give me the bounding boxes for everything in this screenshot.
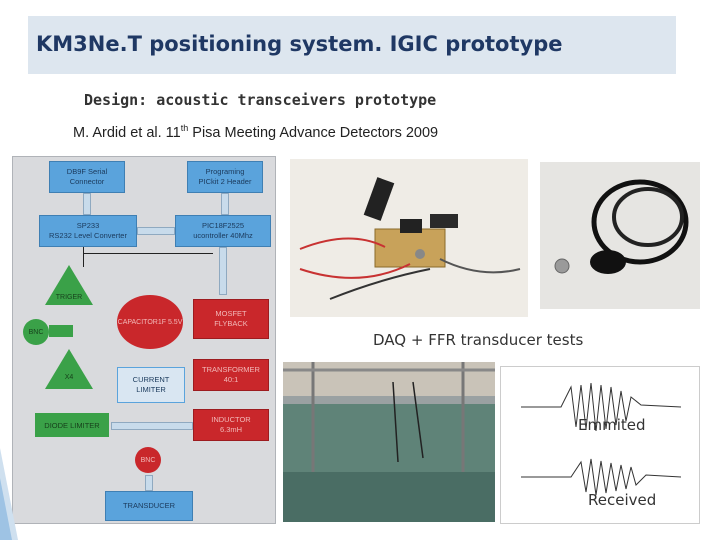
arrow-db9-sp233: [83, 193, 91, 215]
transformer-label-2: 40:1: [223, 375, 239, 384]
db9-connector-block: DB9F Serial Connector: [49, 161, 125, 193]
block-diagram: DB9F Serial Connector Programing PICkit …: [12, 156, 276, 524]
x4-triangle: [45, 349, 93, 389]
scope-emitted-label: Emmited: [578, 416, 646, 434]
corner-decoration: [0, 448, 18, 540]
wire-1: [83, 247, 84, 267]
db9-label-2: Connector: [69, 177, 105, 186]
wire-2: [83, 253, 213, 254]
title-bar: KM3Ne.T positioning system. IGIC prototy…: [28, 16, 676, 74]
pic-block: PIC18F2525 ucontroller 40Mhz: [175, 215, 271, 247]
transducer-block: TRANSDUCER: [105, 491, 193, 521]
citation-sup: th: [180, 123, 189, 133]
transducer-cable-photo: [540, 162, 700, 309]
bnc1-label: BNC: [28, 328, 44, 336]
x4-label: X4: [64, 374, 74, 381]
slide-subtitle: Design: acoustic transceivers prototype: [84, 91, 437, 109]
arrow-sp233-pic: [137, 227, 175, 235]
board-photo-svg: [290, 159, 528, 317]
citation-pre: M. Ardid et al. 11: [73, 124, 181, 141]
water-tank-photo: [283, 362, 495, 522]
capacitor-label-1: CAPACITOR: [117, 318, 158, 326]
current-limiter-block: CURRENT LIMITER: [117, 367, 185, 403]
bnc-connector-2: BNC: [135, 447, 161, 473]
arrow-bnc-transducer: [145, 475, 153, 491]
arrow-pic-mosfet: [219, 247, 227, 295]
transformer-block: TRANSFORMER 40:1: [193, 359, 269, 391]
arrow-prog-pic: [221, 193, 229, 215]
mosfet-label-1: MOSFET: [215, 309, 247, 318]
bnc-connector-1: BNC: [23, 319, 49, 345]
scope-photo-svg: [501, 367, 699, 523]
current-label-2: LIMITER: [136, 385, 166, 394]
pic-label-2: ucontroller 40Mhz: [193, 231, 253, 240]
arrow-inductor-diode: [111, 422, 193, 430]
capacitor-label-2: 1F 5.5V: [157, 318, 183, 326]
electronics-board-photo: [290, 159, 528, 317]
cable-photo-svg: [540, 162, 700, 309]
citation: M. Ardid et al. 11th Pisa Meeting Advanc…: [73, 123, 438, 141]
scope-received-label: Received: [588, 491, 657, 509]
transducer-label: TRANSDUCER: [122, 501, 176, 510]
trigger-label: TRIGER: [55, 294, 83, 301]
inductor-block: INDUCTOR 6.3mH: [193, 409, 269, 441]
sp233-label-2: RS232 Level Converter: [49, 231, 127, 240]
diode-limiter-block: DIODE LIMITER: [35, 413, 109, 437]
citation-post: Pisa Meeting Advance Detectors 2009: [188, 124, 439, 141]
diode-label: DIODE LIMITER: [44, 420, 100, 430]
mosfet-block: MOSFET FLYBACK: [193, 299, 269, 339]
inductor-label-2: 6.3mH: [219, 425, 243, 434]
pic-label-1: PIC18F2525: [201, 221, 245, 230]
bnc2-label: BNC: [140, 456, 156, 464]
current-label-1: CURRENT: [132, 375, 170, 384]
programming-header-block: Programing PICkit 2 Header: [187, 161, 263, 193]
db9-label-1: DB9F Serial: [66, 167, 108, 176]
oscilloscope-photo: [500, 366, 700, 524]
trigger-triangle: [45, 265, 93, 305]
sp233-block: SP233 RS232 Level Converter: [39, 215, 137, 247]
capacitor-block: CAPACITOR 1F 5.5V: [117, 295, 183, 349]
slide-title: KM3Ne.T positioning system. IGIC prototy…: [36, 32, 563, 56]
trigger-link: [49, 325, 73, 337]
transformer-label-1: TRANSFORMER: [202, 365, 260, 374]
daq-caption: DAQ + FFR transducer tests: [373, 331, 584, 349]
tank-photo-svg: [283, 362, 495, 522]
prog-label-1: Programing: [205, 167, 245, 176]
mosfet-label-2: FLYBACK: [214, 319, 248, 328]
inductor-label-1: INDUCTOR: [211, 415, 251, 424]
prog-label-2: PICkit 2 Header: [198, 177, 252, 186]
sp233-label-1: SP233: [76, 221, 100, 230]
